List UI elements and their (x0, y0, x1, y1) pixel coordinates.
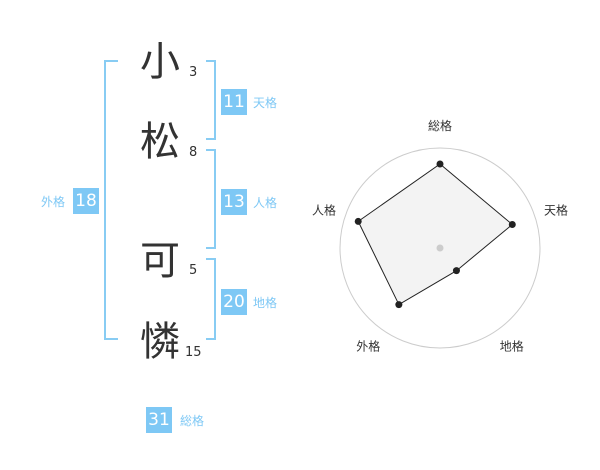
radar-axis-label-3: 地格 (500, 339, 524, 354)
radar-point-3 (452, 267, 460, 275)
tenkaku-label: 天格 (253, 96, 278, 110)
tenkaku-value: 11 (221, 89, 247, 115)
jinkaku-label: 人格 (253, 196, 278, 210)
gaikaku-bracket (104, 60, 118, 340)
radar-axis-label-5: 人格 (312, 202, 336, 217)
radar-axis-label-2: 天格 (544, 202, 568, 217)
radar-shape (357, 163, 514, 306)
chikaku-label: 地格 (253, 296, 278, 310)
jinkaku-bracket (206, 149, 216, 249)
radar-point-1 (436, 160, 444, 168)
soukaku-label: 総格 (180, 414, 205, 428)
gaikaku-value: 18 (73, 188, 99, 214)
surname-char-1: 小 (140, 39, 180, 85)
given-char-2: 憐 (140, 319, 180, 365)
surname-char-2: 松 (140, 119, 180, 165)
tenkaku-bracket (206, 60, 216, 140)
radar-axis-label-4: 外格 (356, 339, 380, 354)
surname-char-2-strokes: 8 (189, 145, 198, 160)
radar-point-4 (395, 301, 403, 309)
radar-point-2 (508, 221, 516, 229)
given-char-1-strokes: 5 (189, 263, 198, 278)
chikaku-bracket (206, 258, 216, 340)
radar-axis-label-1: 総格 (428, 118, 452, 133)
radar-point-5 (354, 217, 362, 225)
gaikaku-label: 外格 (41, 195, 66, 209)
jinkaku-value: 13 (221, 189, 247, 215)
soukaku-value: 31 (146, 407, 172, 433)
given-char-1: 可 (140, 238, 180, 284)
chikaku-value: 20 (221, 289, 247, 315)
surname-char-1-strokes: 3 (189, 65, 198, 80)
given-char-2-strokes: 15 (185, 345, 202, 360)
radar-center-dot (436, 244, 444, 252)
